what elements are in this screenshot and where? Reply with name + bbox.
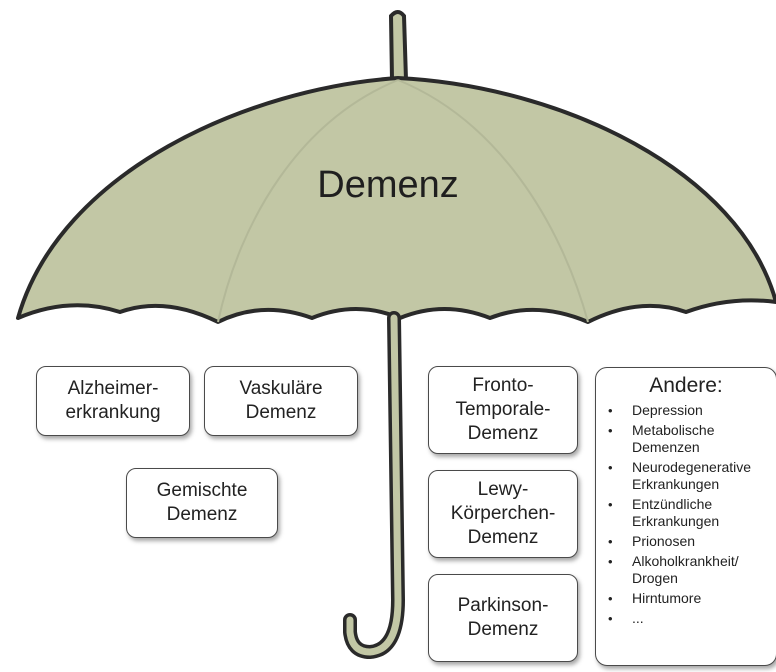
box-lewy-label: Lewy- Körperchen- Demenz bbox=[451, 478, 556, 550]
box-parkinson-label: Parkinson- Demenz bbox=[458, 594, 549, 642]
list-item: Neurodegenerative Erkrankungen bbox=[606, 459, 776, 493]
box-vaskulaere: Vaskuläre Demenz bbox=[204, 366, 358, 436]
box-alzheimer: Alzheimer- erkrankung bbox=[36, 366, 190, 436]
list-item: Prionosen bbox=[606, 533, 776, 550]
box-lewy: Lewy- Körperchen- Demenz bbox=[428, 470, 578, 558]
list-item: ... bbox=[606, 610, 776, 627]
list-item: Entzündliche Erkrankungen bbox=[606, 496, 776, 530]
box-fronto: Fronto- Temporale- Demenz bbox=[428, 366, 578, 454]
andere-list: Depression Metabolische Demenzen Neurode… bbox=[596, 402, 776, 627]
box-andere: Andere: Depression Metabolische Demenzen… bbox=[595, 367, 776, 666]
umbrella-tip bbox=[391, 12, 406, 80]
umbrella-shaft bbox=[350, 318, 398, 652]
diagram-title: Demenz bbox=[0, 164, 776, 207]
list-item: Depression bbox=[606, 402, 776, 419]
box-vaskulaere-label: Vaskuläre Demenz bbox=[239, 377, 322, 425]
box-parkinson: Parkinson- Demenz bbox=[428, 574, 578, 662]
box-fronto-label: Fronto- Temporale- Demenz bbox=[455, 374, 550, 446]
box-alzheimer-label: Alzheimer- erkrankung bbox=[65, 377, 160, 425]
andere-title: Andere: bbox=[596, 374, 776, 398]
list-item: Metabolische Demenzen bbox=[606, 422, 776, 456]
list-item: Hirntumore bbox=[606, 590, 776, 607]
list-item: Alkoholkrankheit/ Drogen bbox=[606, 553, 776, 587]
box-gemischte-label: Gemischte Demenz bbox=[157, 479, 248, 527]
box-gemischte: Gemischte Demenz bbox=[126, 468, 278, 538]
